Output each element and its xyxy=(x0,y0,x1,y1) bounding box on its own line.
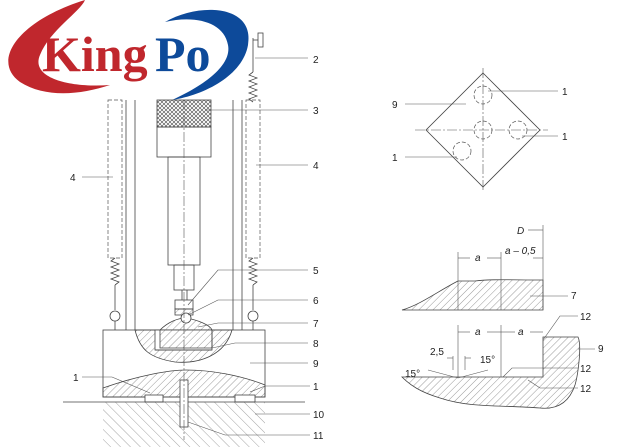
detail-view: D a a – 0,5 7 a a 12 9 2,5 15° 15° 12 12 xyxy=(401,225,604,409)
dim-a-lower-2: a xyxy=(518,327,524,338)
top-label-1-right: 1 xyxy=(562,132,568,143)
dim-a-minus-05: a – 0,5 xyxy=(505,246,536,257)
label-8: 8 xyxy=(313,339,319,350)
top-view: 9 1 1 1 xyxy=(392,68,568,192)
detail-label-12-mid: 12 xyxy=(580,364,592,375)
detail-specimen-7 xyxy=(401,279,544,311)
detail-label-9: 9 xyxy=(598,344,604,355)
label-10: 10 xyxy=(313,410,325,421)
top-label-1-top: 1 xyxy=(562,87,568,98)
label-9: 9 xyxy=(313,359,319,370)
top-label-9: 9 xyxy=(392,100,398,111)
angle-15-right: 15° xyxy=(480,355,495,366)
detail-label-7: 7 xyxy=(571,291,577,302)
detail-label-12-bottom: 12 xyxy=(580,384,592,395)
logo-blue-swoosh xyxy=(165,9,249,100)
angle-15-left: 15° xyxy=(405,369,420,380)
pin-11 xyxy=(179,379,189,428)
label-1-left: 1 xyxy=(73,373,79,384)
label-1-right: 1 xyxy=(313,382,319,393)
dim-a-lower-1: a xyxy=(475,327,481,338)
label-7: 7 xyxy=(313,319,319,330)
label-4-left: 4 xyxy=(70,173,76,184)
label-6: 6 xyxy=(313,296,319,307)
label-4-right: 4 xyxy=(313,161,319,172)
label-11: 11 xyxy=(313,431,324,442)
main-apparatus-view: 2 3 4 4 5 6 7 8 9 1 1 10 11 xyxy=(63,32,325,447)
kingpo-logo: King Po xyxy=(8,0,249,100)
ball-6 xyxy=(180,312,192,324)
logo-text-po: Po xyxy=(155,26,211,82)
label-5: 5 xyxy=(313,266,319,277)
logo-text-king: King xyxy=(42,26,148,82)
label-3: 3 xyxy=(313,106,319,117)
dim-d: D xyxy=(517,226,524,237)
dim-2-5: 2,5 xyxy=(430,347,444,358)
detail-base-9 xyxy=(401,336,581,409)
detail-label-12-top: 12 xyxy=(580,312,592,323)
label-2: 2 xyxy=(313,55,319,66)
logo-red-swoosh xyxy=(8,0,110,94)
top-label-1-left: 1 xyxy=(392,153,398,164)
dim-a-upper: a xyxy=(475,253,481,264)
